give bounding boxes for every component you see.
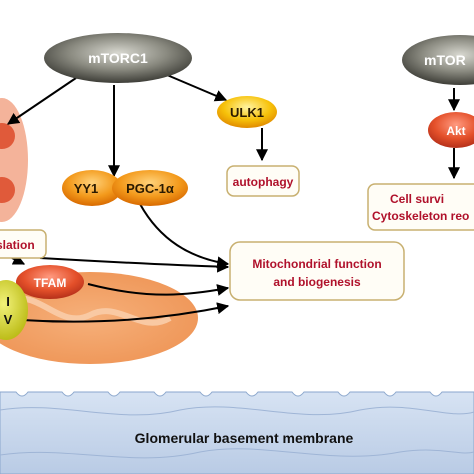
mito-function-line2: and biogenesis	[273, 275, 361, 289]
glomerular-basement-membrane: Glomerular basement membrane	[0, 391, 474, 474]
ulk1-node: ULK1	[217, 96, 277, 128]
cell-survival-box: Cell survi Cytoskeleton reo	[367, 183, 474, 231]
mtorc1-label: mTORC1	[88, 50, 148, 66]
cell-survival-line1: Cell survi	[390, 192, 444, 206]
connectors	[7, 71, 460, 323]
membrane-label: Glomerular basement membrane	[135, 430, 354, 446]
autophagy-box: autophagy	[226, 165, 300, 197]
cell-survival-line2: Cytoskeleton reo	[372, 209, 469, 223]
mito-function-line1: Mitochondrial function	[252, 257, 381, 271]
mtorc2-label: mTOR	[424, 52, 466, 68]
pgc1a-node: PGC-1α	[112, 170, 188, 206]
arrow-pgc1a-to-mito	[139, 203, 230, 269]
complex-i-label: I	[6, 294, 10, 309]
arrow-translation-to-tfam	[11, 253, 26, 265]
yy1-label: YY1	[74, 181, 99, 196]
left-red-structure	[0, 98, 28, 222]
arrow-mtorc1-to-ulk1	[159, 71, 228, 102]
respiratory-complex: I V	[0, 280, 28, 340]
ulk1-label: ULK1	[230, 105, 264, 120]
translation-box: slation	[0, 229, 47, 259]
left-red-dot-top	[0, 123, 15, 149]
left-red-dot-bottom	[0, 177, 15, 203]
arrow-translation-to-mito	[39, 257, 230, 273]
mito-function-box: Mitochondrial function and biogenesis	[229, 241, 405, 301]
complex-v-label: V	[4, 312, 13, 327]
mtorc2-node: mTOR	[402, 35, 474, 85]
tfam-node: TFAM	[16, 265, 84, 299]
akt-node: Akt	[428, 112, 474, 148]
mtorc1-node: mTORC1	[44, 33, 192, 83]
yy1-node: YY1	[62, 170, 122, 206]
translation-label: slation	[0, 238, 35, 252]
pgc1a-label: PGC-1α	[126, 181, 174, 196]
arrow-complex-to-mito	[21, 302, 230, 323]
tfam-label: TFAM	[34, 276, 67, 290]
akt-label: Akt	[446, 124, 465, 138]
autophagy-label: autophagy	[233, 175, 294, 189]
arrow-mtorc1-to-left	[7, 77, 77, 125]
arrow-tfam-to-mito	[87, 283, 230, 296]
